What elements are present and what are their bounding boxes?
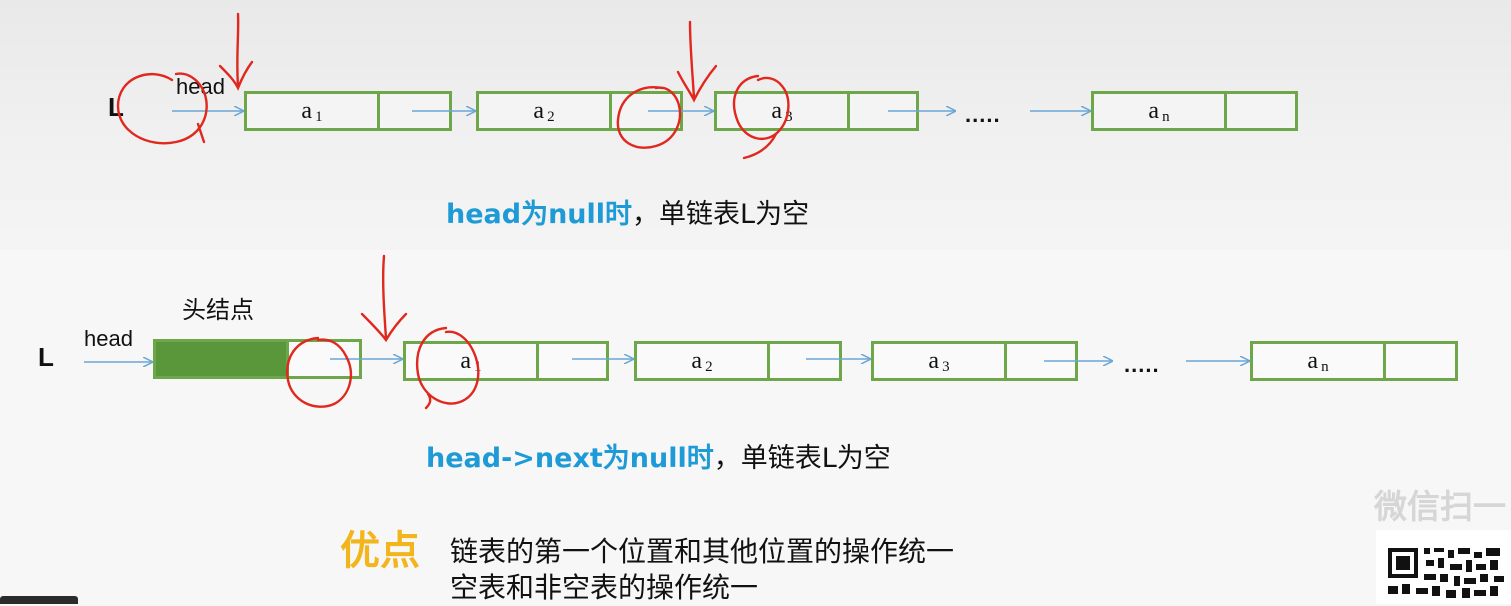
ellipsis: ..... bbox=[1124, 352, 1160, 377]
caption-with-head-node: head->next为null时，单链表L为空 bbox=[426, 436, 891, 475]
caption-highlight: head为null时 bbox=[446, 199, 633, 230]
advantage-item: 空表和非空表的操作统一 bbox=[450, 571, 759, 604]
head-node-data-field bbox=[156, 342, 289, 376]
advantages-title: 优点 bbox=[340, 528, 420, 574]
watermark-text: 微信扫一 bbox=[1374, 487, 1506, 526]
top-section-background bbox=[0, 0, 1511, 250]
red-arrow-annotation bbox=[676, 20, 718, 103]
qr-code bbox=[1376, 530, 1511, 604]
video-control-bar bbox=[0, 596, 78, 604]
caption-rest: ，单链表L为空 bbox=[713, 443, 891, 474]
caption-highlight: head->next为null时 bbox=[426, 443, 714, 474]
head-node-label: 头结点 bbox=[182, 296, 254, 324]
red-circle-annotation bbox=[616, 86, 682, 149]
red-arrow-annotation bbox=[218, 12, 254, 91]
head-node bbox=[153, 339, 362, 379]
caption-no-head-node: head为null时，单链表L为空 bbox=[446, 192, 809, 231]
list-label-L: L bbox=[38, 342, 54, 372]
red-annotations bbox=[116, 12, 790, 410]
red-circle-annotation bbox=[116, 72, 208, 145]
red-circle-annotation bbox=[415, 326, 480, 410]
caption-rest: ，单链表L为空 bbox=[632, 199, 810, 230]
qr-code-pattern bbox=[1388, 548, 1504, 598]
ellipsis: ..... bbox=[965, 102, 1001, 127]
head-pointer-label: head bbox=[84, 326, 133, 351]
advantage-item: 链表的第一个位置和其他位置的操作统一 bbox=[450, 535, 955, 568]
red-arrow-annotation bbox=[360, 254, 408, 343]
red-circle-annotation bbox=[732, 74, 790, 160]
arrows bbox=[84, 111, 1249, 362]
red-circle-annotation bbox=[286, 336, 353, 408]
